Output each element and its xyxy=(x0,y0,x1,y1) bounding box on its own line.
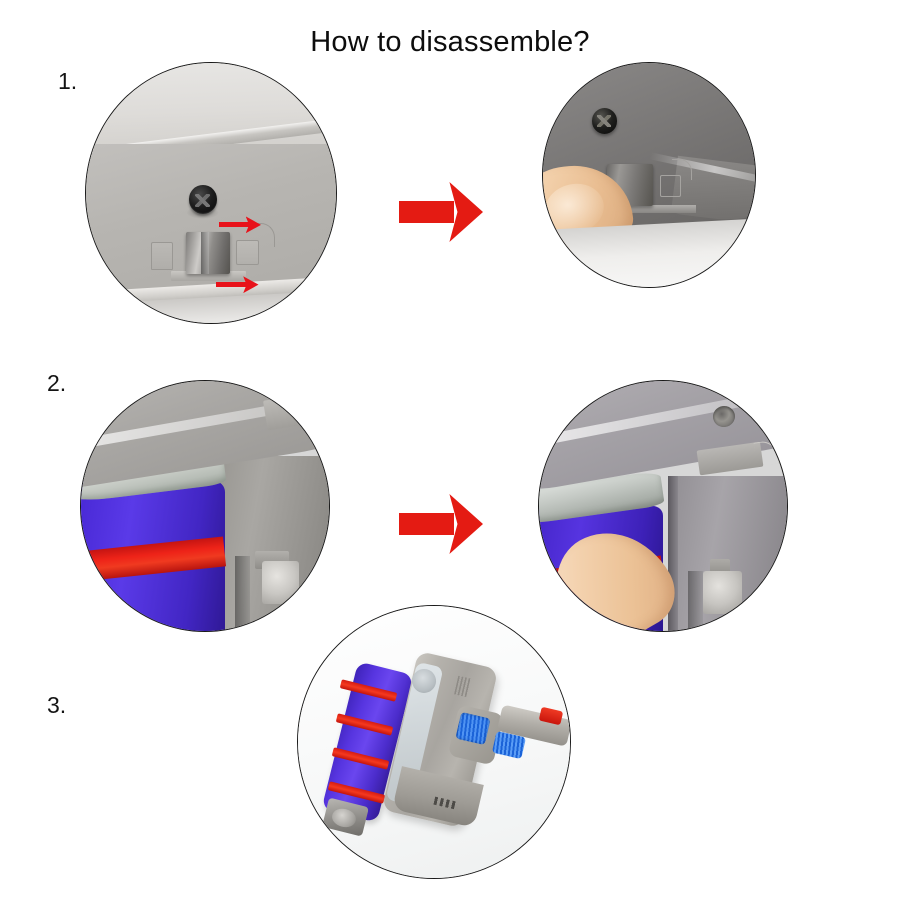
head-inner-gap xyxy=(687,571,703,631)
head-wall-edge xyxy=(667,476,678,631)
step-3-number: 3. xyxy=(47,692,67,718)
lock-slot-right xyxy=(659,175,681,198)
step-1-number: 1. xyxy=(58,68,78,94)
page-title: How to disassemble? xyxy=(310,26,590,58)
step-1-before-photo xyxy=(85,62,337,324)
step-2-after-photo xyxy=(538,380,788,632)
lock-slot-left xyxy=(151,242,173,271)
step-1-after-photo xyxy=(542,62,756,288)
roller-wheel xyxy=(262,561,300,604)
latch-rail xyxy=(602,205,696,214)
head-inner-gap xyxy=(234,556,250,631)
step-2-number: 2. xyxy=(47,370,67,396)
lock-socket-hole xyxy=(295,399,320,420)
step-3-result-photo xyxy=(297,605,571,879)
unlock-hook-icon xyxy=(672,159,693,181)
screw-cross-slot-icon xyxy=(195,193,210,207)
latch-groove xyxy=(201,232,209,274)
latch-rail xyxy=(171,271,246,282)
step-2-before-photo xyxy=(80,380,330,632)
latch-direction-arrow-bottom-icon xyxy=(216,276,259,294)
roller-wheel xyxy=(702,571,743,614)
step-2-arrow-right-icon xyxy=(399,494,483,554)
unlock-hook-icon xyxy=(251,222,275,248)
latch-direction-arrow-top-icon xyxy=(218,216,261,234)
table-surface xyxy=(543,217,755,287)
step-1-arrow-right-icon xyxy=(399,182,483,242)
head-side-wall xyxy=(209,456,329,631)
screw-cross-slot-icon xyxy=(597,114,611,127)
